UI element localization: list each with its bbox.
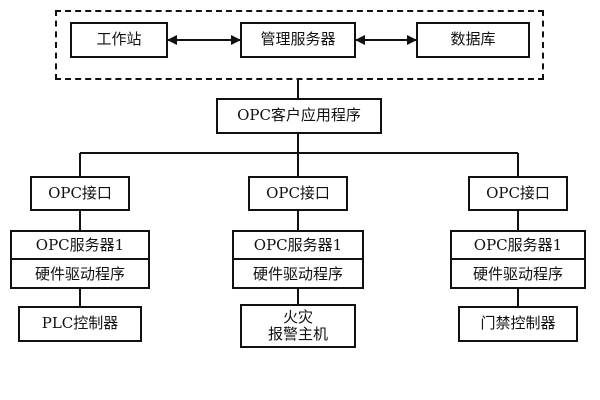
database-label: 数据库 <box>450 30 496 49</box>
hardware-driver-label: 硬件驱动程序 <box>252 264 343 283</box>
fire-label: 火灾 <box>282 307 313 326</box>
opc-interface-label: OPC接口 <box>266 183 330 202</box>
access-controller-label: 门禁控制器 <box>480 314 556 333</box>
opc-client-app-label: OPC客户应用程序 <box>237 106 361 125</box>
opc-server-stack-right: OPC服务器1 硬件驱动程序 <box>450 230 586 289</box>
server-group-dashed-frame <box>55 10 544 80</box>
plc-controller-label: PLC控制器 <box>41 314 119 333</box>
opc-interface-label: OPC接口 <box>486 183 550 202</box>
opc-server-stack-left: OPC服务器1 硬件驱动程序 <box>10 230 150 289</box>
opc-client-app-box: OPC客户应用程序 <box>216 98 382 134</box>
hardware-driver-label: 硬件驱动程序 <box>34 264 125 283</box>
workstation-box: 工作站 <box>70 22 168 58</box>
hardware-driver-label: 硬件驱动程序 <box>472 264 563 283</box>
opc-server-label: OPC服务器1 <box>452 232 584 260</box>
management-server-box: 管理服务器 <box>240 22 356 58</box>
opc-interface-box-right: OPC接口 <box>468 176 568 211</box>
opc-server-label: OPC服务器1 <box>12 232 148 260</box>
workstation-label: 工作站 <box>96 30 142 49</box>
opc-server-label: OPC服务器1 <box>234 232 362 260</box>
opc-interface-box-middle: OPC接口 <box>248 176 348 211</box>
access-controller-box: 门禁控制器 <box>458 306 578 342</box>
opc-interface-label: OPC接口 <box>48 183 112 202</box>
database-box: 数据库 <box>416 22 530 58</box>
plc-controller-box: PLC控制器 <box>18 306 142 342</box>
opc-server-stack-middle: OPC服务器1 硬件驱动程序 <box>232 230 364 289</box>
alarm-host-label: 报警主机 <box>267 325 328 343</box>
opc-interface-box-left: OPC接口 <box>30 176 130 211</box>
fire-alarm-host-box: 火灾 报警主机 <box>240 304 356 348</box>
management-server-label: 管理服务器 <box>260 30 336 49</box>
